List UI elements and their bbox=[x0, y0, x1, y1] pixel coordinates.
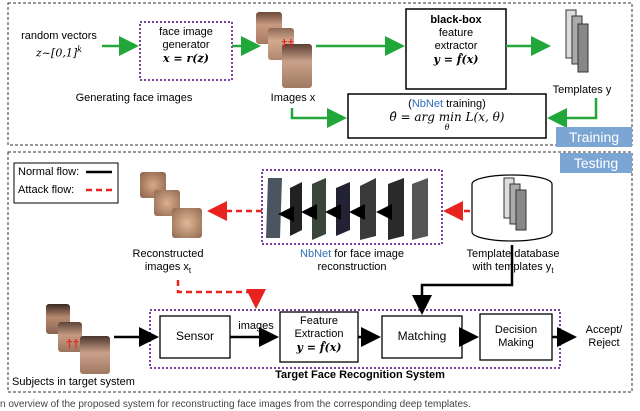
template-db-label: Template database with templates yt bbox=[466, 248, 560, 276]
subject-marks-icon: †† bbox=[66, 337, 80, 351]
images-label: Images x bbox=[270, 92, 316, 104]
reconstructed-face-3 bbox=[172, 208, 202, 238]
generator-box bbox=[139, 21, 233, 81]
generator-label: face image generator x = r(z) bbox=[159, 26, 213, 65]
generating-label: Generating face images bbox=[75, 92, 193, 104]
target-system-box bbox=[149, 309, 561, 369]
matching-label: Matching bbox=[397, 329, 447, 343]
arrow-reconstructed-sensor bbox=[176, 280, 266, 309]
blackbox-label: black-box feature extractor y = f̂(x) bbox=[430, 14, 482, 66]
subject-face-2 bbox=[58, 322, 82, 352]
legend-normal-label: Normal flow: bbox=[18, 166, 80, 178]
arrow-images-nbnet bbox=[290, 108, 347, 128]
target-system-label: Target Face Recognition System bbox=[275, 369, 445, 381]
feature-label: Feature Extraction y = f̂(x) bbox=[294, 315, 344, 354]
images-flow-label: images bbox=[238, 320, 274, 332]
sensor-label: Sensor bbox=[175, 329, 215, 343]
testing-panel bbox=[7, 151, 633, 393]
blackbox-box bbox=[405, 8, 507, 90]
reconstructed-label: Reconstructed images xt bbox=[132, 248, 204, 276]
generated-face-3 bbox=[282, 44, 312, 88]
training-panel bbox=[7, 2, 633, 146]
decision-label: Decision Making bbox=[494, 324, 538, 349]
nbnet-training-box bbox=[347, 93, 547, 139]
training-tag: Training bbox=[556, 127, 632, 147]
caption-text: n overview of the proposed system for re… bbox=[0, 399, 471, 410]
database-icon bbox=[471, 174, 553, 242]
nbnet-recon-label: NbNet for face image reconstruction bbox=[300, 248, 404, 273]
nbnet-network-box bbox=[261, 169, 443, 245]
legend-attack-label: Attack flow: bbox=[18, 184, 75, 196]
arrow-templates-nbnet bbox=[547, 98, 598, 128]
templates-stack-icon bbox=[565, 9, 589, 73]
subjects-label: Subjects in target system bbox=[12, 376, 135, 388]
testing-tag: Testing bbox=[560, 153, 632, 173]
output-label: Accept/ Reject bbox=[585, 324, 623, 349]
templates-label: Templates y bbox=[552, 84, 612, 96]
nbnet-layers-icon bbox=[266, 178, 428, 240]
subject-face-3 bbox=[80, 336, 110, 374]
arrow-db-matching bbox=[412, 245, 514, 315]
face-marks-icon: †† bbox=[281, 37, 295, 51]
legend-box bbox=[13, 162, 119, 204]
random-vectors-label: random vectors z~[0,1]k bbox=[21, 30, 97, 60]
nbnet-training-label: (NbNet training) θ̂ = arg min L(x, θ) θ bbox=[389, 98, 505, 132]
